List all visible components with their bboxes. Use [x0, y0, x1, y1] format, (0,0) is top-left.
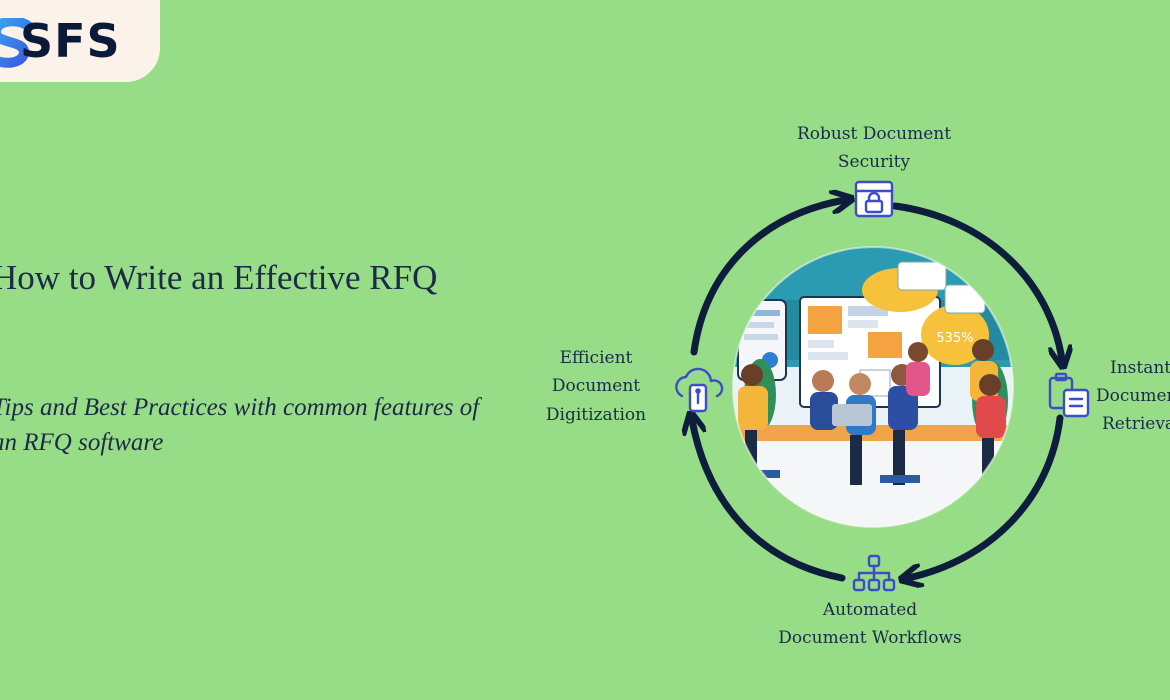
cloud-upload-icon	[675, 367, 724, 413]
feature-digitization-line2: Document	[552, 376, 640, 396]
feature-security-line1: Robust Document	[797, 124, 951, 144]
feature-digitization-line1: Efficient	[560, 348, 633, 368]
logo-container[interactable]: SFS	[0, 0, 160, 82]
page-title: How to Write an Effective RFQ	[0, 258, 438, 297]
team-meeting-illustration: 535%	[733, 247, 1013, 527]
page-subtitle: Tips and Best Practices with common feat…	[0, 394, 480, 456]
feature-retrieval-line1: Instant	[1110, 358, 1170, 378]
cycle-arrows	[692, 200, 1062, 578]
feature-retrieval-line3: Retrieval	[1102, 414, 1170, 434]
feature-retrieval-line2: Document	[1096, 386, 1170, 406]
arrow-bottom-right	[908, 414, 1064, 578]
brand-name: SFS	[20, 14, 121, 68]
feature-workflows-line1: Automated	[822, 600, 917, 620]
arrow-top-right	[891, 202, 1062, 360]
lock-window-icon	[854, 180, 894, 218]
feature-security-line2: Security	[838, 152, 911, 172]
feature-digitization-line3: Digitization	[546, 405, 646, 425]
arrow-bottom-left	[692, 420, 846, 582]
arrow-top-left	[690, 200, 845, 356]
feature-workflows-line2: Document Workflows	[778, 628, 962, 648]
clipboard-document-icon	[1048, 372, 1090, 418]
sfs-logo-icon	[0, 18, 32, 68]
illustration-badge: 535%	[936, 331, 973, 346]
hierarchy-icon	[852, 554, 896, 592]
